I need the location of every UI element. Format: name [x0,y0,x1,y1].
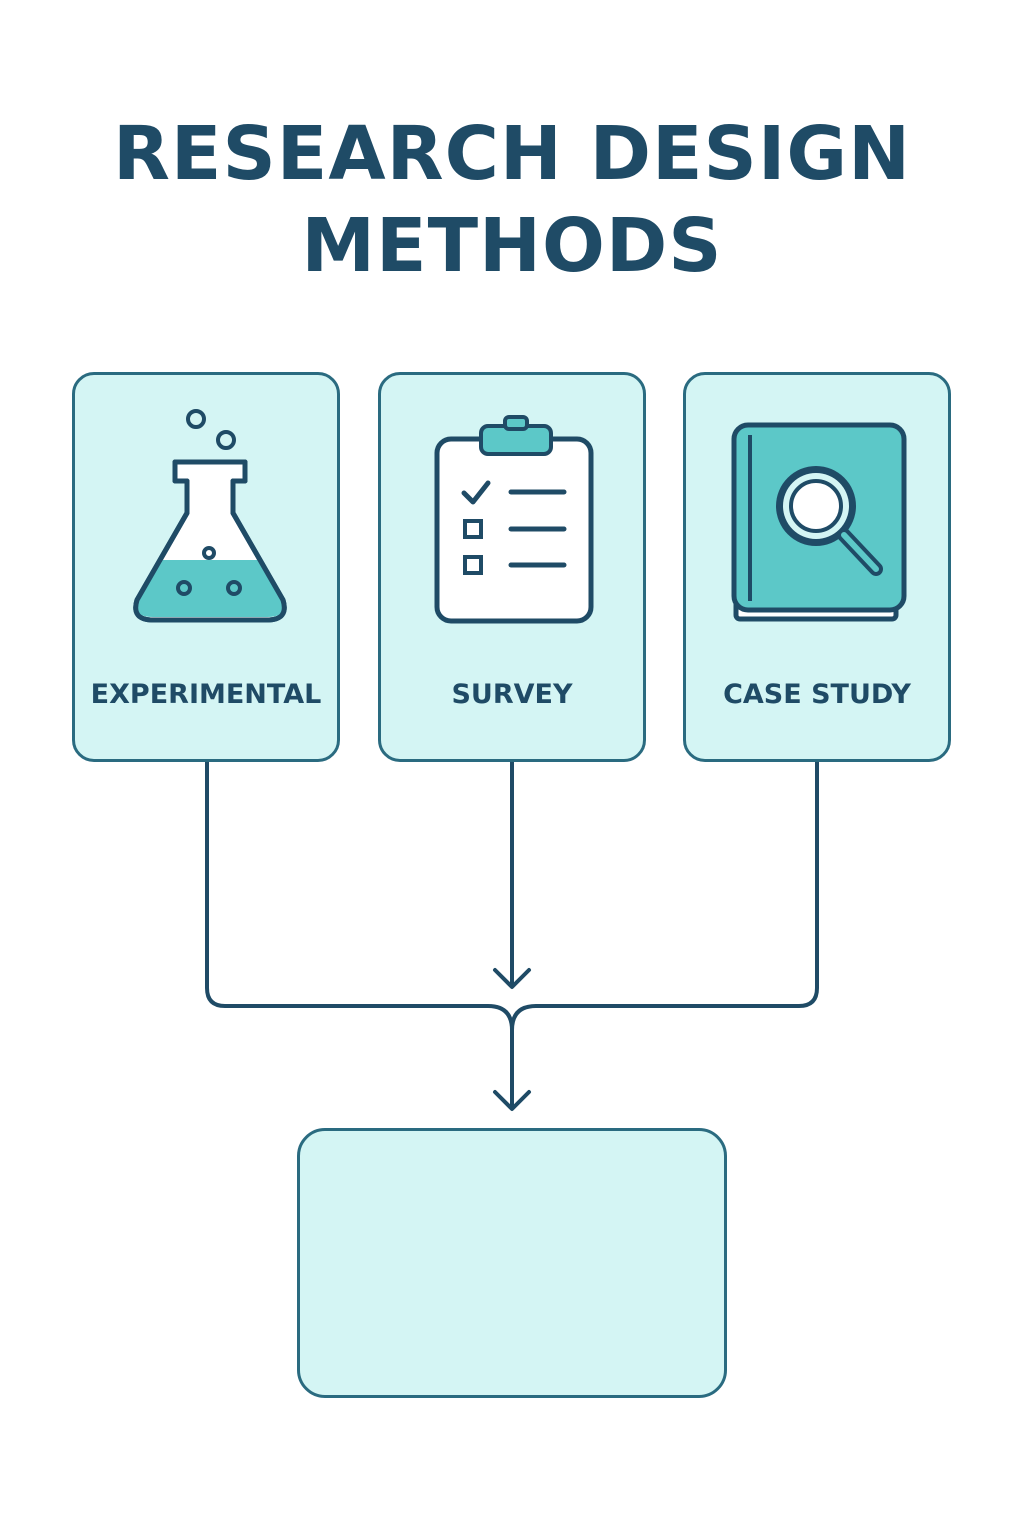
flask-icon [133,409,287,623]
survey-arrowhead-icon [493,968,531,989]
experimental-connector [205,762,514,1108]
book-magnifier-icon [731,422,907,622]
clipboard-checklist-icon [434,415,594,624]
title-line-2: METHODS [301,203,723,289]
case-study-connector [510,762,819,1031]
title-line-1: RESEARCH DESIGN [112,111,912,197]
diagram-title: RESEARCH DESIGN METHODS [0,108,1024,292]
experimental-card: EXPERIMENTAL [72,372,340,762]
result-arrowhead-icon [493,1090,531,1111]
case-study-label: CASE STUDY [723,679,911,710]
survey-label: SURVEY [451,679,573,710]
result-box [297,1128,727,1398]
survey-card: SURVEY [378,372,646,762]
case-study-card: CASE STUDY [683,372,951,762]
experimental-label: EXPERIMENTAL [90,679,322,710]
